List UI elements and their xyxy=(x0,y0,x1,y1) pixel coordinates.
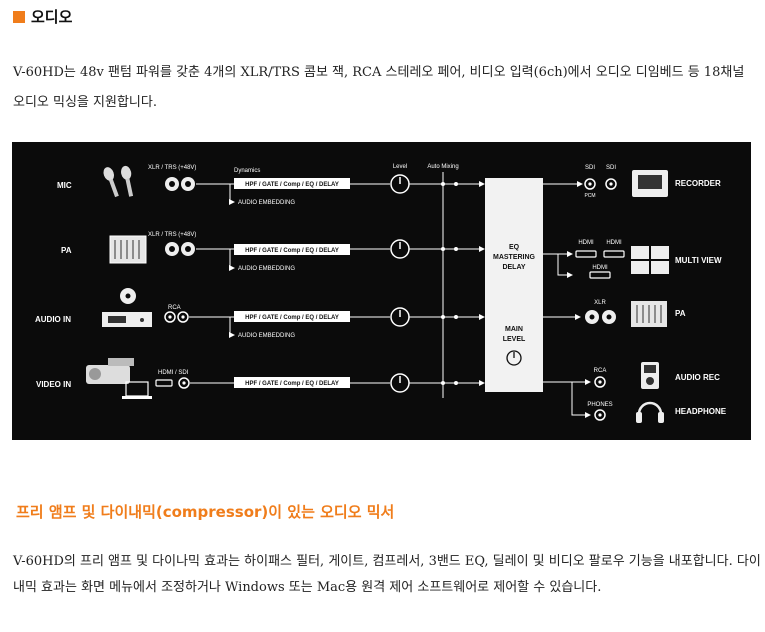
svg-text:HPF / GATE / Comp / EQ / DELAY: HPF / GATE / Comp / EQ / DELAY xyxy=(245,381,339,387)
svg-text:HPF / GATE / Comp / EQ / DELAY: HPF / GATE / Comp / EQ / DELAY xyxy=(245,248,339,254)
sdi-connector-icon xyxy=(584,178,617,190)
master-processing-block xyxy=(485,178,543,392)
headphone-icon xyxy=(636,401,664,423)
out-label-xlr: XLR xyxy=(594,300,606,306)
level-knob-icon xyxy=(390,174,410,194)
bullet-square-icon xyxy=(13,10,25,23)
dynamics-chain-audio-in: HPF / GATE / Comp / EQ / DELAY xyxy=(234,311,350,322)
section-header: 오디오 xyxy=(13,6,72,27)
out-label-hdmi-c: HDMI xyxy=(592,265,608,271)
audio-recorder-icon xyxy=(641,362,659,389)
section-title: 오디오 xyxy=(31,8,73,26)
pa-mixer-out-icon xyxy=(631,301,667,327)
level-knob-icon xyxy=(390,307,410,327)
audio-signal-flow-diagram: MIC PA AUDIO IN VIDEO IN xyxy=(12,142,751,440)
main-level-knob-icon xyxy=(506,350,522,366)
out-label-hdmi-b: HDMI xyxy=(606,240,622,246)
input-label-mic: MIC xyxy=(57,181,72,190)
out-label-pcm: PCM xyxy=(584,193,595,199)
master-label-mastering: MASTERING xyxy=(493,254,536,261)
level-knob-icon xyxy=(390,239,410,259)
audio-embedding-label: AUDIO EMBEDDING xyxy=(238,266,295,272)
xlr-connector-icon xyxy=(165,177,195,191)
dynamics-chain-mic: HPF / GATE / Comp / EQ / DELAY xyxy=(234,178,350,189)
hdmi-sdi-connector-icon xyxy=(155,377,190,389)
cd-player-icon xyxy=(102,288,152,327)
xlr-connector-icon xyxy=(165,242,195,256)
out-label-phones: PHONES xyxy=(587,402,612,408)
level-knob-icon xyxy=(390,373,410,393)
audio-embedding-label: AUDIO EMBEDDING xyxy=(238,333,295,339)
master-label-delay: DELAY xyxy=(502,264,525,271)
mixer-description: V-60HD의 프리 앰프 및 다이나믹 효과는 하이패스 필터, 게이트, 컴… xyxy=(13,554,761,595)
phones-jack-icon xyxy=(594,409,606,421)
input-label-pa: PA xyxy=(61,246,72,255)
main-level-label: LEVEL xyxy=(503,336,526,343)
recorder-icon xyxy=(632,170,668,197)
out-label-hdmi-a: HDMI xyxy=(578,240,594,246)
out-label-sdi-a: SDI xyxy=(585,165,595,171)
microphone-icon xyxy=(103,165,134,198)
dynamics-chain-pa: HPF / GATE / Comp / EQ / DELAY xyxy=(234,244,350,255)
connector-label-xlr-trs-1: XLR / TRS (+48V) xyxy=(148,165,196,171)
input-label-video-in: VIDEO IN xyxy=(36,380,71,389)
auto-mixing-label: Auto Mixing xyxy=(427,164,458,170)
audio-embedding-label: AUDIO EMBEDDING xyxy=(238,200,295,206)
out-label-sdi-b: SDI xyxy=(606,165,616,171)
pa-mixer-icon xyxy=(109,235,147,264)
output-label-recorder: RECORDER xyxy=(675,179,721,188)
mixer-subheading: 프리 앰프 및 다이내믹(compressor)이 있는 오디오 믹서 xyxy=(16,503,395,521)
level-label: Level xyxy=(393,164,407,170)
rca-out-connector-icon xyxy=(594,376,606,388)
hdmi-connector-icon xyxy=(575,250,625,279)
connector-label-rca: RCA xyxy=(168,305,181,311)
output-label-audio-rec: AUDIO REC xyxy=(675,373,720,382)
connector-label-xlr-trs-2: XLR / TRS (+48V) xyxy=(148,232,196,238)
input-label-audio-in: AUDIO IN xyxy=(35,315,71,324)
rca-connector-icon xyxy=(164,311,189,323)
multi-view-monitor-icon xyxy=(631,246,669,274)
dynamics-label: Dynamics xyxy=(234,168,260,174)
connector-label-hdmi-sdi: HDMI / SDI xyxy=(158,370,189,376)
master-label-eq: EQ xyxy=(509,244,520,251)
out-label-rca: RCA xyxy=(594,368,607,374)
svg-text:HPF / GATE / Comp / EQ / DELAY: HPF / GATE / Comp / EQ / DELAY xyxy=(245,182,339,188)
output-label-pa: PA xyxy=(675,309,686,318)
audio-description: V-60HD는 48v 팬텀 파워를 갖춘 4개의 XLR/TRS 콤보 잭, … xyxy=(13,65,745,110)
svg-text:HPF / GATE / Comp / EQ / DELAY: HPF / GATE / Comp / EQ / DELAY xyxy=(245,315,339,321)
dynamics-chain-video-in: HPF / GATE / Comp / EQ / DELAY xyxy=(234,377,350,388)
video-camera-icon xyxy=(86,358,134,384)
output-label-multi-view: MULTI VIEW xyxy=(675,256,722,265)
laptop-icon xyxy=(122,381,152,399)
main-level-label: MAIN xyxy=(505,326,523,333)
xlr-out-connector-icon xyxy=(585,310,616,324)
output-label-headphone: HEADPHONE xyxy=(675,407,727,416)
